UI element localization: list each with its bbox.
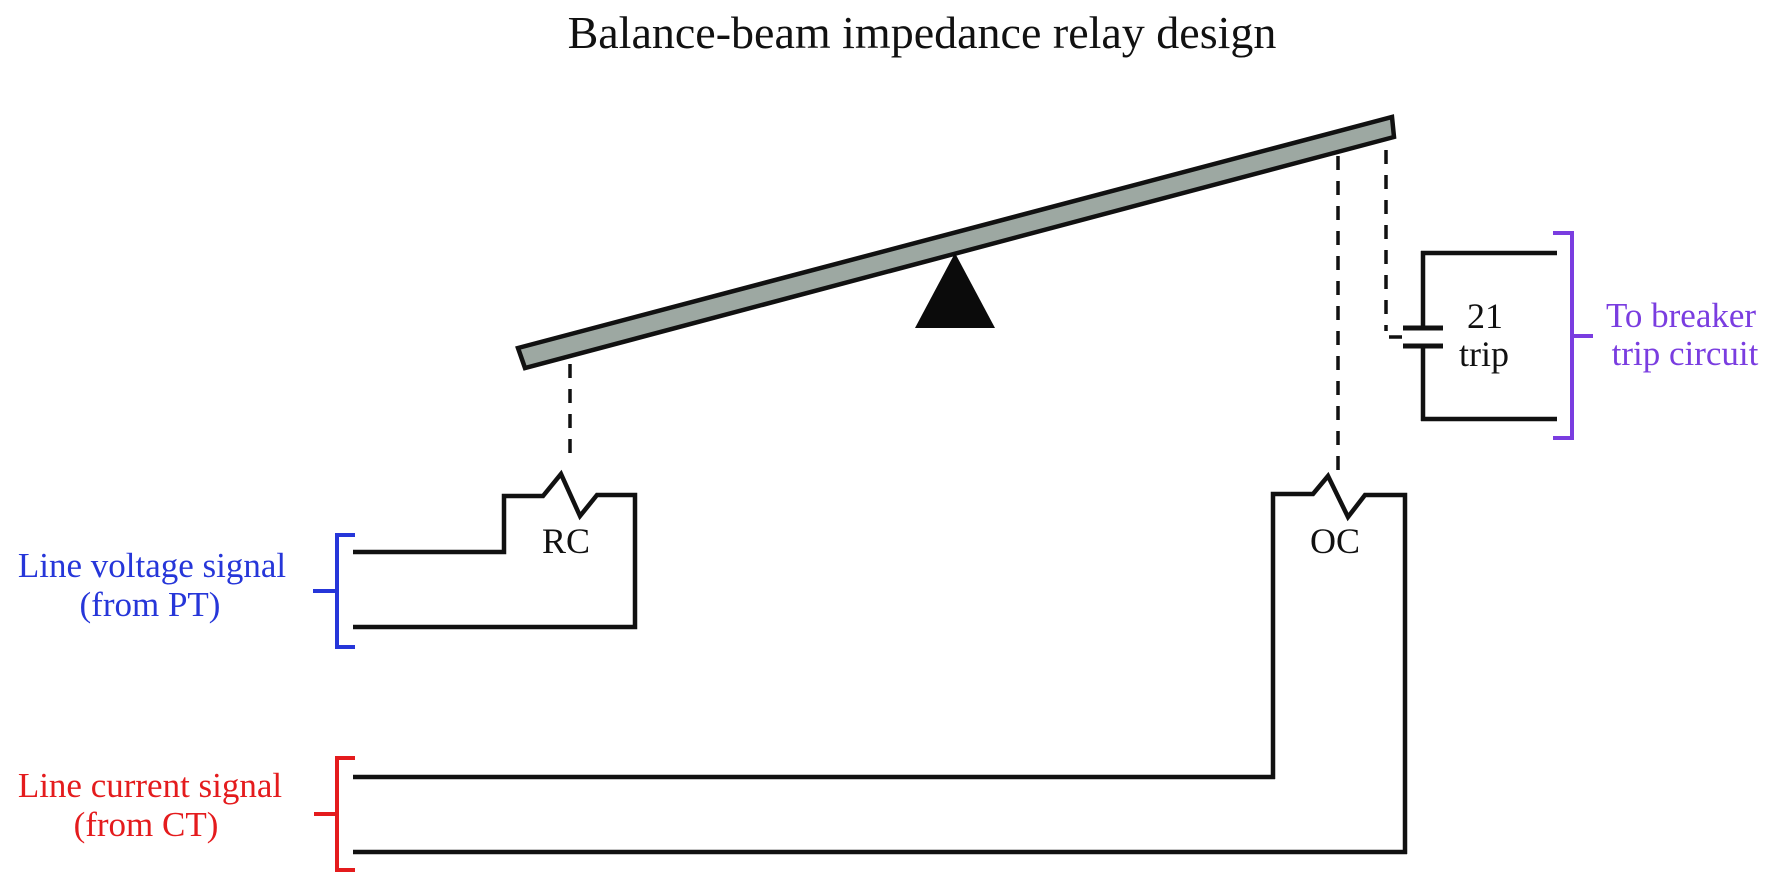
voltage-label-line1: Line voltage signal [18, 546, 287, 585]
trip-circuit-annotation: To breaker trip circuit [1553, 231, 1759, 440]
trip-device-number-label: 21 [1467, 296, 1503, 336]
current-source-annotation: Line current signal (from CT) [18, 756, 355, 872]
current-bracket [335, 756, 355, 872]
voltage-bracket [335, 533, 355, 649]
trip-contact-circuit: 21 trip [1403, 250, 1557, 422]
balance-beam [515, 114, 1397, 371]
restraint-coil-label: RC [542, 521, 590, 561]
voltage-label-line2: (from PT) [80, 585, 221, 624]
current-label-line2: (from CT) [74, 805, 219, 844]
trip-bracket [1553, 231, 1574, 440]
restraint-coil [353, 469, 638, 630]
trip-circuit-label-line1: To breaker [1606, 296, 1756, 335]
diagram-title: Balance-beam impedance relay design [568, 7, 1277, 58]
trip-word-label: trip [1459, 334, 1509, 374]
fulcrum-triangle [915, 253, 995, 328]
current-label-line1: Line current signal [18, 766, 283, 805]
voltage-source-annotation: Line voltage signal (from PT) [18, 533, 355, 649]
operating-coil-circuit: OC [353, 471, 1408, 855]
operating-coil [1270, 471, 1408, 854]
trip-circuit-label-line2: trip circuit [1612, 334, 1759, 373]
operating-coil-label: OC [1310, 521, 1360, 561]
restraint-coil-circuit: RC [353, 469, 638, 630]
